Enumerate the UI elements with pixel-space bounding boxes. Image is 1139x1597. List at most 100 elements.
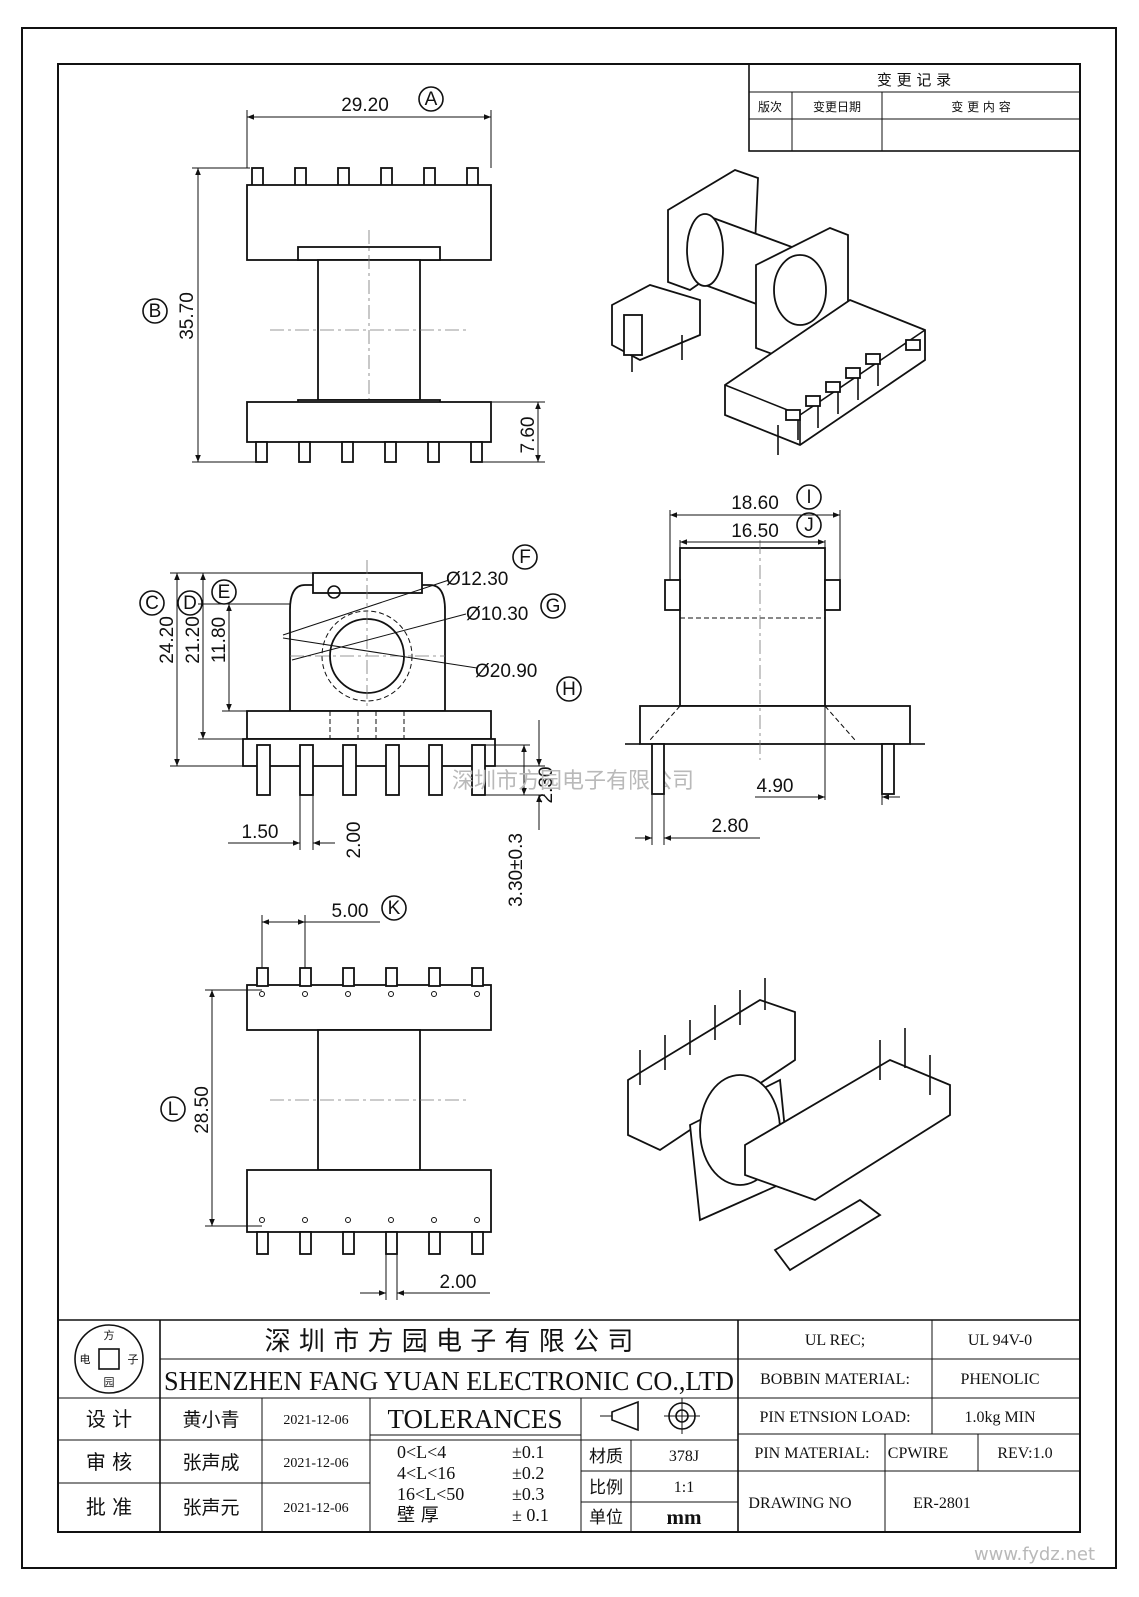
svg-text:I: I bbox=[806, 487, 811, 508]
pin-load-value: 1.0kg MIN bbox=[964, 1409, 1036, 1426]
material-label: 材质 bbox=[589, 1447, 623, 1467]
revision-header-date: 变更日期 bbox=[813, 99, 861, 114]
dim-c-tag bbox=[139, 590, 165, 616]
svg-text:方: 方 bbox=[104, 1328, 115, 1342]
dim-a-value: 29.20 bbox=[341, 95, 389, 116]
plan-view: 5.00 K 28.50 L 2.00 bbox=[160, 895, 492, 1300]
svg-text:K: K bbox=[388, 898, 401, 919]
pin-material-value: CPWIRE bbox=[888, 1445, 948, 1462]
svg-text:B: B bbox=[149, 301, 162, 322]
svg-text:C: C bbox=[145, 593, 159, 614]
svg-text:F: F bbox=[519, 547, 531, 568]
company-name-cn: 深 圳 市 方 园 电 子 有 限 公 司 bbox=[265, 1327, 634, 1357]
unit-value: mm bbox=[667, 1505, 702, 1529]
svg-text:园: 园 bbox=[104, 1376, 115, 1389]
svg-text:子: 子 bbox=[128, 1353, 139, 1366]
revision-table-title: 变 更 记 录 bbox=[877, 71, 951, 89]
bobbin-material-value: PHENOLIC bbox=[960, 1371, 1039, 1388]
dim-g-value: Ø10.30 bbox=[466, 604, 528, 625]
dim-j-value: 16.50 bbox=[731, 521, 779, 542]
side-view: 18.60 16.50 I J 4.90 2.80 bbox=[625, 484, 925, 845]
pin-load-label: PIN ETNSION LOAD: bbox=[759, 1409, 910, 1426]
tolerance-range-3: 16<L<50 bbox=[397, 1484, 464, 1504]
tolerance-value-4: ± 0.1 bbox=[512, 1505, 549, 1525]
dim-i-value: 18.60 bbox=[731, 493, 779, 514]
pin-material-label: PIN MATERIAL: bbox=[754, 1445, 869, 1462]
front-view: 29.20 A 35.70 B 7.60 bbox=[142, 86, 545, 463]
scale-label: 比例 bbox=[589, 1478, 623, 1498]
svg-text:电: 电 bbox=[80, 1353, 91, 1366]
svg-text:J: J bbox=[804, 515, 814, 536]
bobbin-material-label: BOBBIN MATERIAL: bbox=[760, 1371, 910, 1388]
tolerance-range-1: 0<L<4 bbox=[397, 1442, 446, 1462]
dim-j-tag bbox=[796, 512, 822, 538]
dim-pin-width: 1.50 bbox=[242, 822, 279, 843]
dim-side-offset: 4.90 bbox=[757, 776, 794, 797]
company-logo: 方 电 子 园 bbox=[74, 1324, 144, 1394]
dim-e-value: 11.80 bbox=[209, 617, 230, 663]
ul-rec-label: UL REC; bbox=[805, 1332, 865, 1349]
dim-base-height: 7.60 bbox=[518, 417, 539, 454]
approval-name-design: 黄小青 bbox=[182, 1409, 239, 1431]
tolerance-range-2: 4<L<16 bbox=[397, 1463, 455, 1483]
dim-pin-pitch-front: 2.00 bbox=[344, 822, 365, 859]
dim-h-value: Ø20.90 bbox=[475, 661, 537, 682]
revision-number: REV:1.0 bbox=[997, 1445, 1052, 1462]
svg-text:A: A bbox=[425, 89, 438, 110]
projection-symbol bbox=[600, 1398, 700, 1434]
end-view: Ø12.30 Ø10.30 Ø20.90 F G H 24.20 21.20 1… bbox=[139, 544, 582, 907]
dim-f-value: Ø12.30 bbox=[446, 569, 508, 590]
dim-h-tag bbox=[556, 676, 582, 702]
dim-b-value: 35.70 bbox=[177, 292, 198, 340]
drawing-no-value: ER-2801 bbox=[913, 1495, 971, 1512]
dim-d-tag bbox=[177, 590, 203, 616]
dim-k-value: 5.00 bbox=[332, 901, 369, 922]
revision-table: 变 更 记 录 版次 变更日期 变 更 内 容 bbox=[748, 63, 1081, 152]
approval-role-review: 审 核 bbox=[86, 1450, 132, 1474]
approval-date-review: 2021-12-06 bbox=[283, 1456, 348, 1471]
unit-label: 单位 bbox=[589, 1508, 623, 1528]
tolerance-value-1: ±0.1 bbox=[512, 1442, 544, 1462]
svg-text:G: G bbox=[546, 596, 561, 617]
svg-text:H: H bbox=[562, 679, 576, 700]
tolerances-title: TOLERANCES bbox=[387, 1404, 562, 1434]
revision-header-version: 版次 bbox=[758, 100, 782, 114]
inner-frame bbox=[57, 63, 1081, 1533]
outer-frame bbox=[21, 27, 1117, 1569]
dim-side-pin-width: 2.80 bbox=[712, 816, 749, 837]
dim-d-value: 21.20 bbox=[183, 616, 204, 664]
isometric-view-top bbox=[611, 169, 926, 455]
dim-pin-length: 3.30±0.3 bbox=[506, 833, 527, 907]
dim-c-value: 24.20 bbox=[157, 616, 178, 664]
dim-i-tag bbox=[796, 484, 822, 510]
svg-text:D: D bbox=[183, 593, 197, 614]
scale-value: 1:1 bbox=[674, 1479, 694, 1496]
tolerance-value-3: ±0.3 bbox=[512, 1484, 544, 1504]
title-block: 方 电 子 园 深 圳 市 方 园 电 子 有 限 公 司 SHENZHEN F… bbox=[58, 1319, 1080, 1532]
dim-bottom-pitch: 2.00 bbox=[440, 1272, 477, 1293]
dim-l-tag bbox=[160, 1096, 186, 1122]
revision-header-content: 变 更 内 容 bbox=[951, 99, 1010, 114]
tolerance-range-4: 壁 厚 bbox=[397, 1505, 439, 1526]
dim-f-tag bbox=[512, 544, 538, 570]
dim-a-tag bbox=[418, 86, 444, 112]
dim-k-tag bbox=[381, 895, 407, 921]
dim-e-tag bbox=[211, 579, 237, 605]
footer-watermark: www.fydz.net bbox=[974, 1544, 1095, 1565]
approval-name-approve: 张声元 bbox=[182, 1497, 239, 1519]
dim-pin-stub: 2.30 bbox=[536, 767, 557, 804]
svg-text:L: L bbox=[168, 1099, 179, 1120]
approval-date-approve: 2021-12-06 bbox=[283, 1501, 348, 1516]
ul-rec-value: UL 94V-0 bbox=[968, 1332, 1032, 1349]
tolerance-value-2: ±0.2 bbox=[512, 1463, 544, 1483]
dim-g-tag bbox=[540, 593, 566, 619]
dim-l-value: 28.50 bbox=[192, 1086, 213, 1134]
dim-b-tag bbox=[142, 298, 168, 324]
approval-date-design: 2021-12-06 bbox=[283, 1413, 348, 1428]
svg-text:E: E bbox=[218, 582, 231, 603]
approval-name-review: 张声成 bbox=[182, 1452, 239, 1474]
company-name-en: SHENZHEN FANG YUAN ELECTRONIC CO.,LTD bbox=[164, 1366, 734, 1396]
isometric-view-bottom bbox=[627, 978, 951, 1272]
material-value: 378J bbox=[669, 1448, 699, 1465]
